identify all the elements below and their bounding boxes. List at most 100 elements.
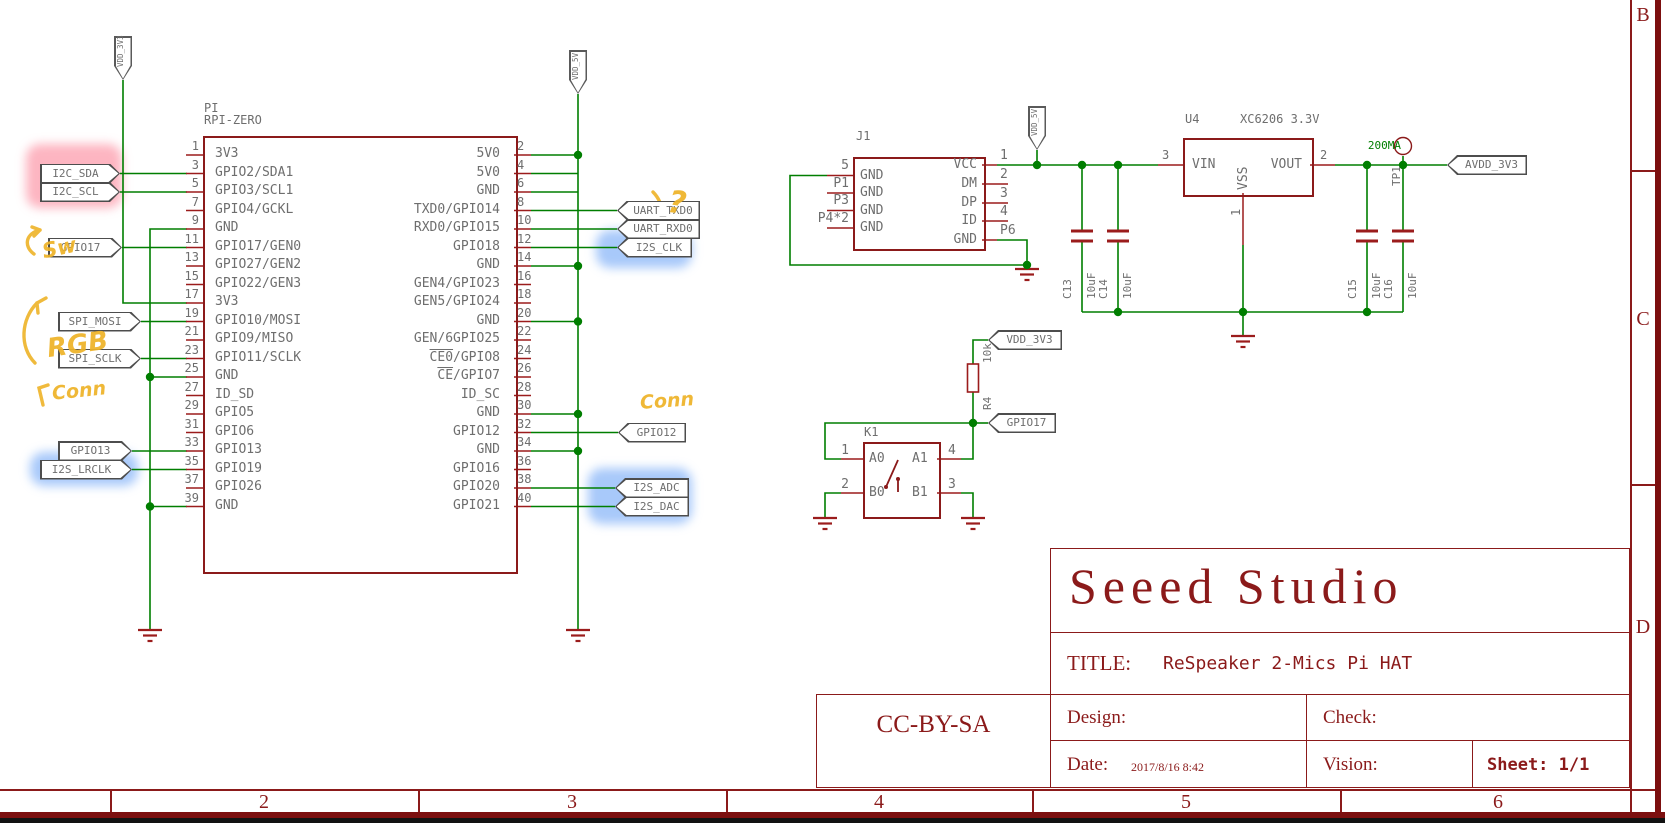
j1-pin-label: DM (961, 176, 977, 191)
junction-dots (145, 150, 1408, 511)
j1-pin-label: VCC (953, 157, 977, 172)
pin-number: 6 (517, 176, 525, 190)
u4-pin-vin: VIN (1192, 157, 1216, 172)
net-flag-gpio13[interactable]: GPIO13 (58, 441, 132, 461)
pin-number: 10 (517, 213, 532, 227)
net-flag-i2s-clk[interactable]: I2S_CLK (617, 237, 692, 258)
pin-number: 34 (517, 435, 532, 449)
border-col-label: 2 (259, 791, 269, 813)
border-row-label: D (1635, 616, 1651, 638)
net-flag-i2s-lrclk[interactable]: I2S_LRCLK (40, 460, 132, 480)
border-col-label: 4 (874, 791, 884, 813)
pin-label: GND (215, 220, 239, 235)
testpoint-refdes: TP1 (1390, 166, 1403, 186)
pin-label: GPIO22/GEN3 (215, 275, 302, 291)
power-flag-vdd-5v-right[interactable]: VDD_5V (1028, 106, 1046, 150)
net-flag-vdd-3v3-pullup[interactable]: VDD_3V3 (988, 330, 1062, 350)
component-u4-regulator[interactable] (1183, 138, 1314, 197)
pin-label: GND (215, 497, 239, 513)
border-tick (1630, 170, 1656, 172)
pin-label: GND (476, 442, 500, 457)
sheet-number: Sheet: 1/1 (1487, 755, 1590, 775)
net-flag-i2s-dac[interactable]: I2S_DAC (615, 496, 689, 517)
pin-number: 21 (184, 324, 199, 338)
pin-label: GPIO3/SCL1 (215, 183, 294, 198)
pin-label: 5V0 (476, 146, 500, 161)
check-label: Check: (1323, 707, 1377, 728)
k1-pin-a1: A1 (912, 451, 928, 466)
pin-number: 18 (517, 287, 532, 301)
pin-number: 25 (184, 361, 199, 375)
rpi-refdes: PI (204, 101, 219, 115)
power-flag-vdd-3v3[interactable]: VDD_3V3 (114, 35, 132, 80)
net-flag-i2c-scl[interactable]: I2C_SCL (40, 182, 120, 202)
j1-pin-label: GND (860, 220, 884, 235)
net-flag-uart-rxd0[interactable]: UART_RXD0 (617, 219, 700, 239)
testpoint-current: 200MA (1367, 139, 1401, 152)
border-row-label: B (1636, 4, 1650, 26)
testpoint-circle-tp1[interactable] (1393, 136, 1413, 156)
pin-number: 24 (517, 342, 532, 357)
pin-label: GEN5/GPIO24 (413, 294, 500, 309)
border-col-label: 5 (1181, 791, 1191, 813)
pin-label: GPIO4/GCKL (215, 201, 294, 217)
license-text: CC-BY-SA (876, 711, 991, 738)
border-tick (1340, 789, 1342, 812)
component-k1-button[interactable] (863, 442, 941, 519)
u4-pin-number: 1 (1229, 208, 1243, 216)
title-label: TITLE: (1067, 651, 1132, 675)
pin-label: GND (476, 312, 500, 328)
k1-pin-number: 4 (948, 443, 956, 458)
pin-label: TXD0/GPIO14 (413, 201, 500, 217)
net-flag-spi-mosi[interactable]: SPI_MOSI (58, 312, 141, 332)
border-row-label: C (1636, 308, 1650, 330)
border-tick (418, 789, 420, 812)
pin-number: 22 (517, 324, 532, 338)
j1-pin-label: ID (961, 213, 977, 228)
j1-pin-number: 2 (1000, 167, 1008, 182)
component-j1-usb[interactable] (853, 157, 986, 251)
pin-label: GPIO16 (453, 460, 500, 476)
cap-value-c14: 10uF (1121, 272, 1134, 300)
pin-label: ID_SD (215, 386, 255, 402)
pin-number: 9 (191, 213, 199, 227)
net-flag-i2s-adc[interactable]: I2S_ADC (615, 478, 689, 498)
pin-label: 3V3 (215, 294, 239, 309)
border-thick-right (1655, 0, 1661, 818)
j1-pin-number: 3 (1000, 186, 1008, 201)
u4-part-number: XC6206 3.3V (1240, 112, 1320, 126)
net-flag-avdd-3v3[interactable]: AVDD_3V3 (1447, 155, 1527, 175)
component-rpi-zero[interactable] (203, 136, 518, 574)
pin-label: GPIO11/SCLK (215, 349, 302, 365)
j1-pin-name: P4*2 (817, 211, 849, 226)
pin-label: ID_SC (460, 386, 500, 402)
resistor-refdes-r4: R4 (981, 396, 994, 410)
net-flag-spi-sclk[interactable]: SPI_SCLK (58, 349, 141, 369)
switch-symbol-k1 (884, 459, 900, 492)
net-flag-gpio17-key[interactable]: GPIO17 (988, 413, 1056, 433)
capacitor-plates (1071, 229, 1414, 243)
net-flag-i2c-sda[interactable]: I2C_SDA (40, 164, 120, 184)
date-label: Date: (1067, 754, 1109, 775)
pin-label: GPIO2/SDA1 (215, 164, 294, 180)
u4-refdes: U4 (1185, 112, 1200, 126)
k1-pin-number: 3 (948, 477, 956, 492)
j1-pin-number: P6 (1000, 223, 1016, 238)
j1-pin-label: GND (860, 185, 884, 200)
pin-number: 23 (184, 342, 199, 357)
net-flag-gpio17-left[interactable]: GPIO17 (48, 238, 122, 258)
j1-pin-name: P1 (833, 176, 849, 191)
pin-number: 36 (517, 453, 532, 468)
resistor-body-r4[interactable] (966, 363, 980, 393)
border-tick (1032, 789, 1034, 812)
pin-number: 40 (517, 490, 532, 505)
net-flag-uart-txd0[interactable]: UART_TXD0 (617, 200, 700, 221)
pin-label: GPIO19 (215, 460, 262, 476)
net-flag-gpio12[interactable]: GPIO12 (618, 422, 686, 443)
pin-label: GPIO13 (215, 442, 262, 457)
cap-refdes-c15: C15 (1346, 279, 1359, 299)
k1-refdes: K1 (864, 425, 879, 439)
power-flag-vdd-5v-left[interactable]: VDD_5V (569, 50, 587, 94)
j1-pin-name: P3 (833, 193, 849, 208)
